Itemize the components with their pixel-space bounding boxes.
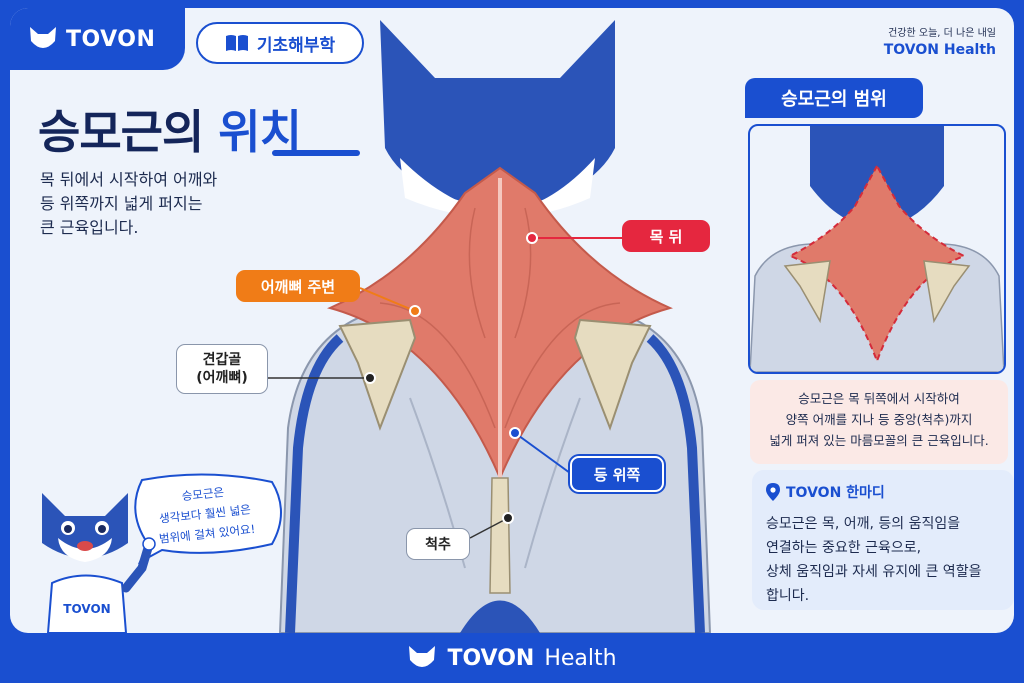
speech-bubble	[134, 473, 282, 564]
page-title: 승모근의 위치	[38, 96, 302, 162]
intro-line: 목 뒤에서 시작하여 어깨와	[40, 170, 218, 189]
intro-description: 목 뒤에서 시작하여 어깨와 등 위쪽까지 넓게 퍼지는 큰 근육입니다.	[40, 168, 340, 240]
fox-head-icon	[409, 646, 436, 667]
back-anatomy-illustration	[268, 20, 712, 633]
tip-title: TOVON 한마디	[766, 482, 1000, 502]
scope-illustration	[748, 124, 1006, 374]
tip-title-text: TOVON 한마디	[786, 485, 885, 501]
scope-line: 승모근은 목 뒤쪽에서 시작하여	[798, 391, 960, 406]
intro-line: 큰 근육입니다.	[40, 218, 139, 237]
label-shoulder-area: 어깨뼈 주변	[236, 270, 360, 302]
book-icon	[225, 35, 248, 51]
brand-header: 건강한 오늘, 더 나은 내일 TOVON Health	[884, 24, 996, 58]
label-neck-back: 목 뒤	[622, 220, 710, 252]
scope-line: 넓게 퍼져 있는 마름모꼴의 큰 근육입니다.	[769, 433, 989, 448]
mascot-shirt-text: TOVON	[63, 602, 110, 616]
label-scapula: 견갑골 (어깨뼈)	[176, 344, 268, 394]
content-panel: TOVON 기초해부학 건강한 오늘, 더 나은 내일 TOVON Health…	[10, 8, 1014, 633]
tip-line: 승모근은 목, 어깨, 등의 움직임을	[766, 516, 961, 532]
intro-line: 등 위쪽까지 넓게 퍼지는	[40, 194, 203, 213]
tip-body: 승모근은 목, 어깨, 등의 움직임을 연결하는 중요한 근육으로, 상체 움직…	[766, 512, 1000, 608]
footer-brand-light: Health	[544, 645, 617, 671]
logo-text: TOVON	[66, 26, 156, 52]
tip-line: 연결하는 중요한 근육으로,	[766, 540, 922, 556]
fox-head-icon	[30, 27, 56, 48]
title-underline	[272, 150, 360, 156]
tovon-logo[interactable]: TOVON	[28, 25, 155, 53]
category-badge: 기초해부학	[196, 22, 364, 64]
footer-brand-bold: TOVON	[447, 645, 535, 671]
label-upper-back: 등 위쪽	[570, 456, 664, 492]
tip-box: TOVON 한마디 승모근은 목, 어깨, 등의 움직임을 연결하는 중요한 근…	[752, 470, 1014, 610]
title-main: 승모근의	[38, 105, 219, 159]
footer-brand: TOVON Health	[0, 633, 1024, 683]
brand-name: TOVON Health	[883, 42, 996, 58]
location-pin-icon	[766, 483, 780, 501]
tip-line: 상체 움직임과 자세 유지에 큰 역할을	[766, 564, 982, 580]
logo-tab: TOVON	[10, 8, 185, 70]
fox-mascot: TOVON	[42, 493, 156, 633]
tip-line: 합니다.	[766, 588, 810, 604]
scope-title: 승모근의 범위	[745, 78, 923, 118]
label-scapula-line: 견갑골	[202, 352, 242, 368]
badge-label: 기초해부학	[256, 35, 336, 56]
scope-outline-diagram	[750, 126, 1004, 372]
scope-description: 승모근은 목 뒤쪽에서 시작하여 양쪽 어깨를 지나 등 중앙(척추)까지 넓게…	[750, 380, 1008, 464]
label-scapula-line: (어깨뼈)	[196, 370, 248, 386]
slogan-text: 건강한 오늘, 더 나은 내일	[888, 28, 996, 39]
label-spine: 척추	[406, 528, 470, 560]
scope-line: 양쪽 어깨를 지나 등 중앙(척추)까지	[785, 412, 973, 427]
